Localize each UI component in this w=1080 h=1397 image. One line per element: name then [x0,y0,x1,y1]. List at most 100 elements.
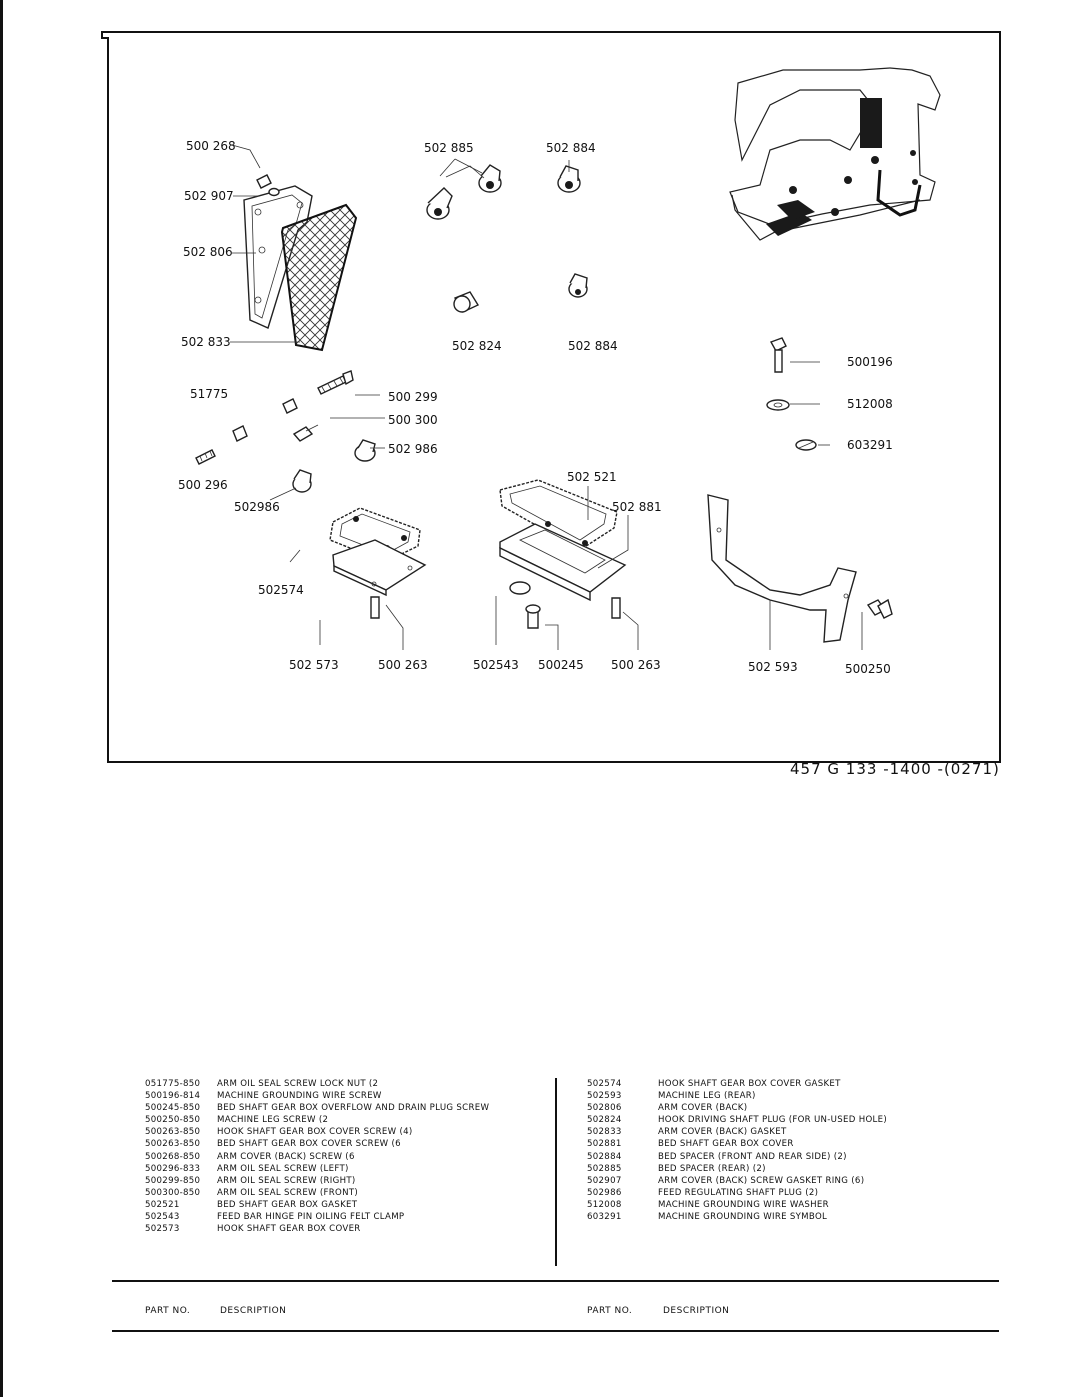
parts-row: 502543 FEED BAR HINGE PIN OILING FELT CLA… [145,1211,489,1223]
part-description: ARM COVER (BACK) SCREW (6 [217,1151,355,1162]
parts-row: 502907 ARM COVER (BACK) SCREW GASKET RING… [587,1175,887,1187]
part-description: ARM COVER (BACK) SCREW GASKET RING (6) [658,1175,865,1186]
part-description: BED SPACER (REAR) (2) [658,1163,766,1174]
label-502986-right: 502 986 [388,442,438,456]
parts-row: 500245-850 BED SHAFT GEAR BOX OVERFLOW AN… [145,1102,489,1114]
part-number: 502833 [587,1127,622,1138]
part-description: MACHINE GROUNDING WIRE SYMBOL [658,1212,828,1223]
footer-rule-bottom [112,1330,999,1332]
part-description: FEED BAR HINGE PIN OILING FELT CLAMP [217,1212,405,1223]
part-number: 502907 [587,1175,622,1186]
part-number: 502986 [587,1187,622,1198]
parts-row: 502986 FEED REGULATING SHAFT PLUG (2) [587,1187,887,1199]
plugs-spacers [426,164,588,313]
label-500196: 500196 [847,355,893,369]
parts-row: 502885 BED SPACER (REAR) (2) [587,1163,887,1175]
part-number: 500299-850 [145,1175,201,1186]
label-512008: 512008 [847,397,893,411]
parts-row: 512008 MACHINE GROUNDING WIRE WASHER [587,1199,887,1211]
column-divider [555,1078,557,1266]
part-number: 502806 [587,1103,622,1114]
part-number-labels: 500 268 502 907 502 806 502 833 502 885 … [178,139,893,676]
part-number: 502881 [587,1139,622,1150]
label-603291: 603291 [847,438,893,452]
footer-rule-top [112,1280,999,1282]
footer-part-no-right: PART NO. [587,1306,633,1316]
part-description: BED SPACER (FRONT AND REAR SIDE) (2) [658,1151,847,1162]
part-number: 502824 [587,1115,622,1126]
label-500296: 500 296 [178,478,228,492]
exploded-parts-diagram: 500 268 502 907 502 806 502 833 502 885 … [101,31,1001,763]
part-number: 502521 [145,1199,180,1210]
part-number: 500268-850 [145,1151,201,1162]
part-number: 502543 [145,1212,180,1223]
label-502806: 502 806 [183,245,233,259]
part-description: ARM OIL SEAL SCREW (LEFT) [217,1163,349,1174]
label-502833: 502 833 [181,335,231,349]
page-edge [0,0,3,1397]
parts-row: 603291 MACHINE GROUNDING WIRE SYMBOL [587,1211,887,1223]
parts-row: 502881 BED SHAFT GEAR BOX COVER [587,1138,887,1150]
label-500299: 500 299 [388,390,438,404]
machine-silhouette [729,67,941,241]
diagram-frame [101,31,1001,763]
part-description: ARM OIL SEAL SCREW LOCK NUT (2 [217,1079,379,1089]
machine-leg-rear [707,494,893,643]
label-500250: 500250 [845,662,891,676]
footer-description-right: DESCRIPTION [663,1306,730,1316]
parts-row: 502833 ARM COVER (BACK) GASKET [587,1126,887,1138]
part-number: 500245-850 [145,1103,201,1114]
label-51775: 51775 [190,387,228,401]
part-number: 500296-833 [145,1163,201,1174]
part-description: MACHINE GROUNDING WIRE SCREW [217,1091,382,1102]
label-502884-lower: 502 884 [568,339,618,353]
arm-cover-group [243,174,358,352]
part-number: 603291 [587,1212,622,1223]
part-description: BED SHAFT GEAR BOX OVERFLOW AND DRAIN PL… [217,1103,490,1114]
parts-row: 502884 BED SPACER (FRONT AND REAR SIDE) (… [587,1151,887,1163]
part-number: 500196-814 [145,1091,201,1102]
part-description: ARM COVER (BACK) GASKET [658,1127,787,1138]
label-502593: 502 593 [748,660,798,674]
label-502885: 502 885 [424,141,474,155]
oil-seal-screws [195,370,376,493]
part-description: FEED REGULATING SHAFT PLUG (2) [658,1187,819,1198]
part-number: 502885 [587,1163,622,1174]
label-500268: 500 268 [186,139,236,153]
part-description: ARM COVER (BACK) [658,1103,748,1114]
grounding-items [766,337,817,451]
part-description: ARM OIL SEAL SCREW (RIGHT) [217,1175,356,1186]
part-description: HOOK SHAFT GEAR BOX COVER GASKET [658,1079,841,1089]
part-description: BED SHAFT GEAR BOX COVER SCREW (6 [217,1139,401,1150]
label-502824: 502 824 [452,339,502,353]
label-502884-top: 502 884 [546,141,596,155]
part-description: MACHINE GROUNDING WIRE WASHER [658,1199,829,1210]
parts-row: 500196-814 MACHINE GROUNDING WIRE SCREW [145,1090,489,1102]
part-number: 502573 [145,1224,180,1235]
parts-row: 502806 ARM COVER (BACK) [587,1102,887,1114]
part-number: 512008 [587,1199,622,1210]
part-description: BED SHAFT GEAR BOX COVER [658,1139,794,1150]
part-number: 502884 [587,1151,622,1162]
footer-part-no-left: PART NO. [145,1306,191,1316]
parts-row: 500299-850 ARM OIL SEAL SCREW (RIGHT) [145,1175,489,1187]
footer-description-left: DESCRIPTION [220,1306,287,1316]
label-502574: 502574 [258,583,304,597]
part-number: 500263-850 [145,1127,201,1138]
leader-lines [230,144,863,650]
label-500300: 500 300 [388,413,438,427]
label-502543: 502543 [473,658,519,672]
label-502986-left: 502986 [234,500,280,514]
label-500263-right: 500 263 [611,658,661,672]
part-number: 500300-850 [145,1187,201,1198]
